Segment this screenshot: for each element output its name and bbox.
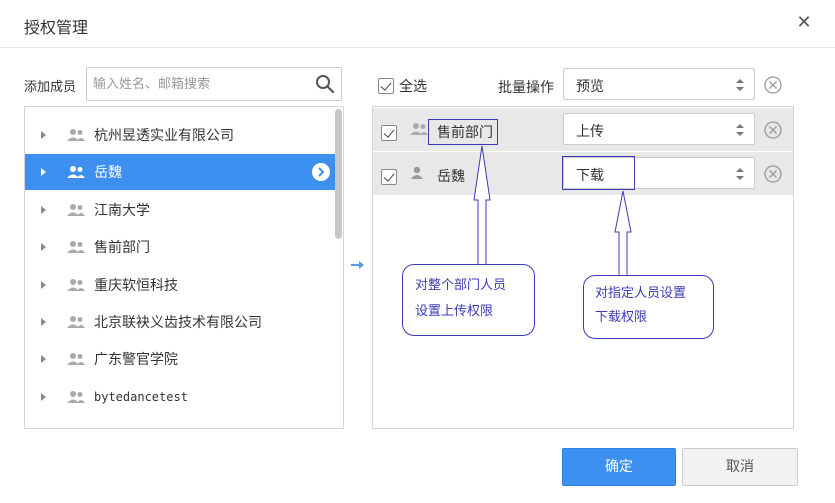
search-box (86, 67, 342, 101)
row-checkbox[interactable] (381, 169, 397, 185)
expand-arrow-icon[interactable] (41, 206, 46, 214)
tree-item[interactable]: 江南大学 (25, 192, 336, 228)
expand-arrow-icon[interactable] (41, 243, 46, 251)
group-icon (67, 204, 85, 216)
remove-circle-icon[interactable] (764, 76, 782, 94)
scrollbar[interactable] (335, 109, 342, 239)
row-permission-value: 下载 (576, 168, 604, 184)
tree-item[interactable]: 售前部门 (25, 229, 336, 265)
select-caret-icon (736, 168, 744, 180)
dialog-header: 授权管理 ✕ (0, 0, 835, 48)
cancel-button[interactable]: 取消 (682, 448, 798, 486)
batch-permission-value: 预览 (576, 79, 604, 95)
batch-operation-label: 批量操作 (498, 80, 554, 96)
select-all-label: 全选 (399, 79, 427, 95)
expand-arrow-icon[interactable] (41, 168, 46, 176)
add-member-label: 添加成员 (24, 80, 77, 95)
user-icon (411, 166, 423, 179)
tree-item-label: 杭州昱透实业有限公司 (94, 128, 234, 144)
row-checkbox[interactable] (381, 125, 397, 141)
tree-item-selected[interactable]: 岳魏 (25, 154, 336, 190)
group-icon (67, 241, 85, 253)
callout-text: 下载权限 (595, 310, 648, 325)
annotation-callout: 对指定人员设置 下载权限 (583, 275, 714, 339)
row-permission-value: 上传 (576, 124, 604, 140)
tree-item[interactable]: bytedancetest (25, 379, 336, 415)
group-icon (67, 166, 85, 178)
member-name: 岳魏 (437, 169, 465, 185)
remove-circle-icon[interactable] (764, 121, 782, 139)
member-tree: 杭州昱透实业有限公司 岳魏 江南大学 售前部门 重庆软恒科技 北京联袂义齿技术有… (24, 106, 344, 429)
callout-text: 对整个部门人员 (415, 278, 507, 293)
expand-arrow-icon[interactable] (41, 355, 46, 363)
search-icon[interactable] (315, 74, 335, 94)
confirm-button[interactable]: 确定 (562, 448, 676, 486)
tree-item-label: bytedancetest (94, 390, 188, 404)
close-icon[interactable]: ✕ (796, 12, 812, 33)
search-input[interactable] (87, 68, 307, 100)
tree-item[interactable]: 杭州昱透实业有限公司 (25, 117, 336, 153)
callout-text: 设置上传权限 (415, 304, 494, 319)
group-icon (67, 353, 85, 365)
tree-item-label: 北京联袂义齿技术有限公司 (94, 315, 262, 331)
select-caret-icon (736, 79, 744, 91)
expand-arrow-icon[interactable] (41, 318, 46, 326)
arrow-right-icon (351, 261, 364, 269)
group-icon (67, 391, 85, 403)
tree-item[interactable]: 北京联袂义齿技术有限公司 (25, 304, 336, 340)
callout-text: 对指定人员设置 (595, 286, 687, 301)
group-icon (67, 316, 85, 328)
row-permission-select[interactable]: 下载 (563, 157, 755, 189)
chevron-right-circle-icon[interactable] (312, 163, 330, 181)
group-icon (67, 129, 85, 141)
expand-arrow-icon[interactable] (41, 131, 46, 139)
tree-item-label: 重庆软恒科技 (94, 278, 178, 294)
batch-permission-select[interactable]: 预览 (563, 68, 755, 100)
member-name: 售前部门 (437, 125, 493, 141)
tree-item-label: 广东警官学院 (94, 352, 178, 368)
tree-item-label: 江南大学 (94, 203, 150, 219)
annotation-highlight (428, 119, 498, 145)
tree-item-label: 岳魏 (94, 165, 122, 181)
select-all[interactable]: 全选 (378, 76, 427, 96)
tree-item[interactable]: 重庆软恒科技 (25, 267, 336, 303)
tree-item[interactable]: 广东警官学院 (25, 341, 336, 377)
expand-arrow-icon[interactable] (41, 281, 46, 289)
tree-item-label: 售前部门 (94, 240, 150, 256)
expand-arrow-icon[interactable] (41, 393, 46, 401)
group-icon (410, 123, 428, 135)
select-caret-icon (736, 124, 744, 136)
select-all-checkbox[interactable] (378, 78, 394, 94)
annotation-callout: 对整个部门人员 设置上传权限 (402, 264, 535, 336)
group-icon (67, 279, 85, 291)
row-permission-select[interactable]: 上传 (563, 113, 755, 145)
dialog-title: 授权管理 (24, 18, 89, 37)
remove-circle-icon[interactable] (764, 165, 782, 183)
annotation-highlight (562, 156, 635, 190)
